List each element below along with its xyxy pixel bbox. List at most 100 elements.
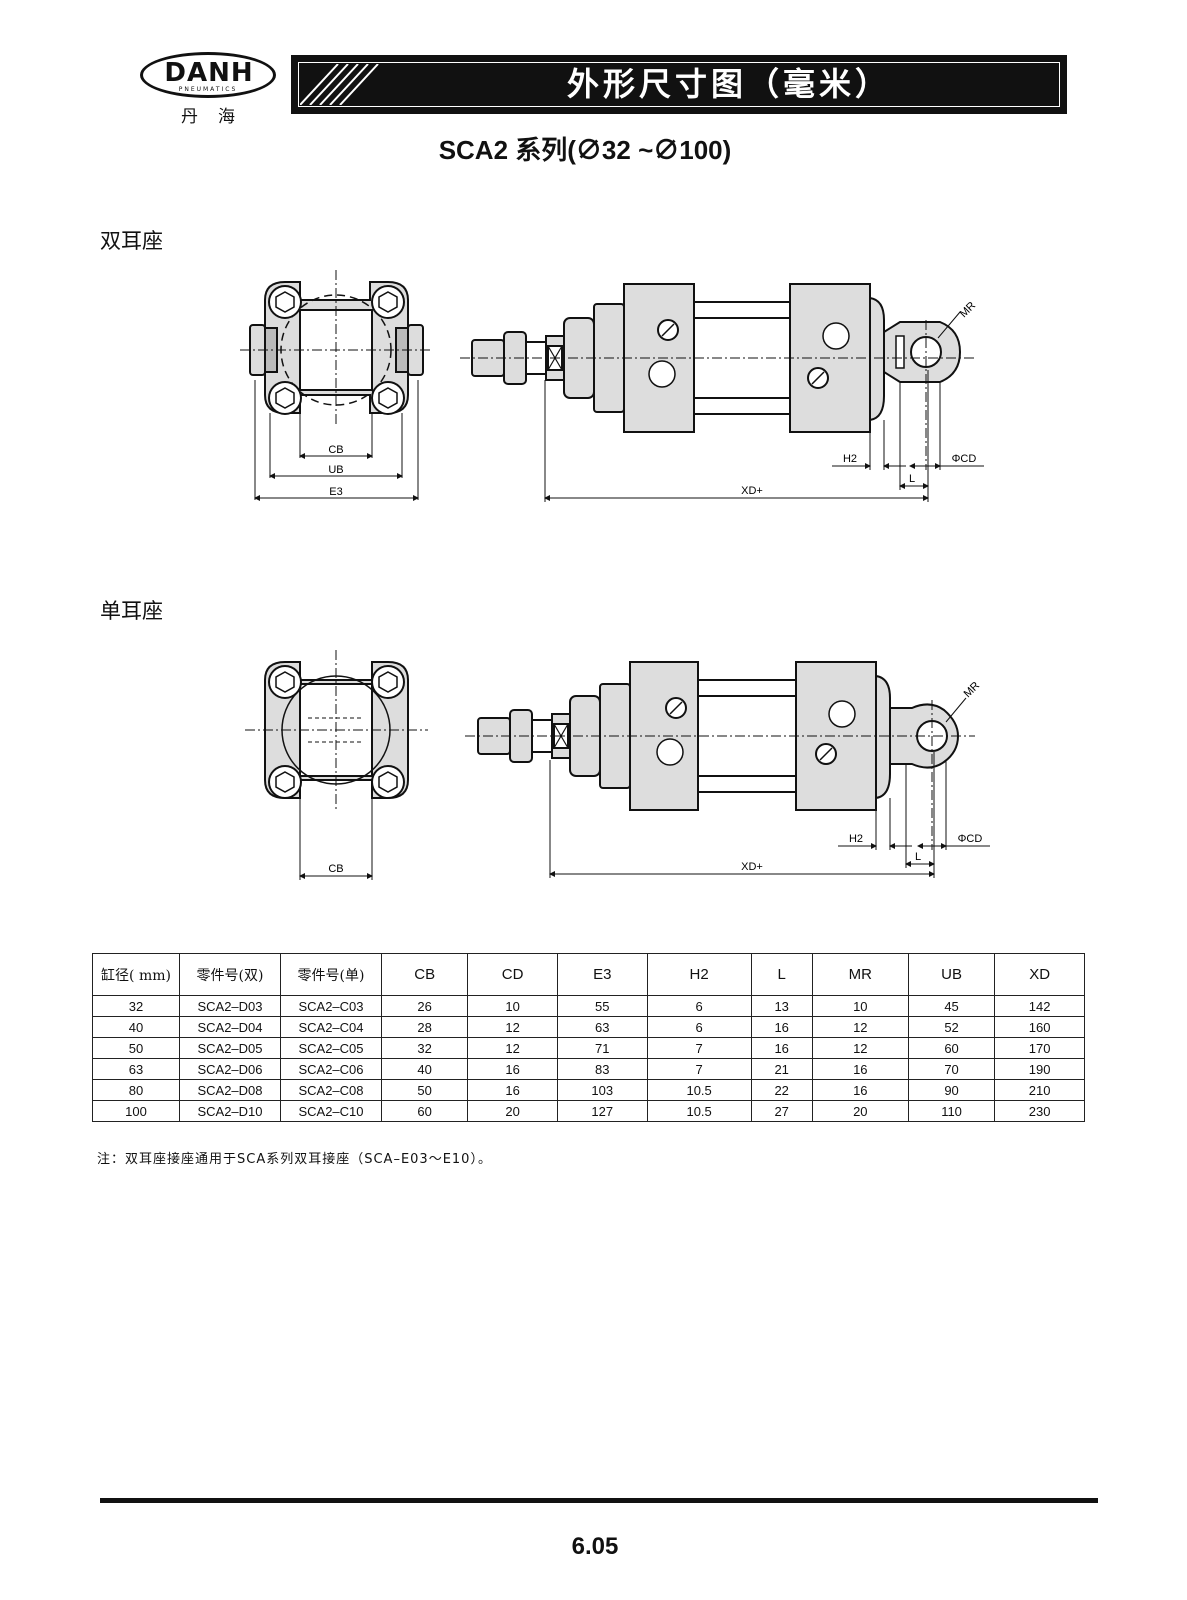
table-cell: 13 — [750, 995, 813, 1017]
logo-oval — [140, 52, 276, 98]
table-row: 40 SCA2–D04 SCA2–C04 28 12 63 6 16 12 52… — [92, 1016, 1085, 1038]
dim-label-xd: XD+ — [741, 485, 763, 497]
table-cell: 22 — [750, 1079, 813, 1101]
table-cell: 142 — [994, 995, 1085, 1017]
table-footnote: 注：双耳座接座通用于SCA系列双耳接座（SCA–E03～E10）。 — [97, 1152, 492, 1167]
logo-subtitle: PNEUMATICS — [178, 86, 238, 93]
table-cell: 60 — [380, 1100, 469, 1122]
table-cell: SCA2–C04 — [280, 1016, 382, 1038]
col-header-part-double: 零件号(双) — [179, 953, 281, 996]
table-cell: 6 — [646, 1016, 752, 1038]
table-cell: 170 — [994, 1037, 1085, 1059]
section-label-single-clevis: 单耳座 — [100, 599, 163, 623]
table-cell: SCA2–D10 — [179, 1100, 281, 1122]
table-cell: 7 — [646, 1037, 752, 1059]
table-cell: 16 — [811, 1079, 909, 1101]
table-cell: 16 — [750, 1037, 813, 1059]
col-header-cb: CB — [380, 953, 469, 996]
table-cell: 83 — [556, 1058, 648, 1080]
dim-label-mr-single: MR — [962, 680, 983, 701]
table-cell: 70 — [907, 1058, 996, 1080]
col-header-l: L — [750, 953, 813, 996]
table-cell: 50 — [380, 1079, 469, 1101]
table-cell: 52 — [907, 1016, 996, 1038]
table-cell: 127 — [556, 1100, 648, 1122]
dim-label-h2-single: H2 — [849, 833, 863, 845]
dim-label-mr: MR — [958, 300, 979, 321]
table-cell: SCA2–D05 — [179, 1037, 281, 1059]
dim-label-ub: UB — [328, 464, 343, 476]
table-cell: 100 — [92, 1100, 180, 1122]
title-stripes-decoration — [300, 64, 379, 105]
table-cell: 40 — [380, 1058, 469, 1080]
table-cell: 190 — [994, 1058, 1085, 1080]
table-cell: 63 — [92, 1058, 180, 1080]
double-clevis-side-view — [460, 283, 984, 502]
table-cell: 71 — [556, 1037, 648, 1059]
brand-logo: DANH PNEUMATICS 丹海 — [140, 52, 280, 127]
section-label-double-clevis: 双耳座 — [100, 229, 163, 253]
table-cell: SCA2–C08 — [280, 1079, 382, 1101]
table-cell: 7 — [646, 1058, 752, 1080]
dim-label-cd: ΦCD — [952, 453, 977, 465]
table-cell: 12 — [467, 1037, 558, 1059]
dim-label-cb-single: CB — [328, 863, 343, 875]
table-cell: SCA2–C05 — [280, 1037, 382, 1059]
table-cell: 27 — [750, 1100, 813, 1122]
table-cell: 16 — [467, 1079, 558, 1101]
table-cell: 32 — [92, 995, 180, 1017]
table-cell: 63 — [556, 1016, 648, 1038]
table-cell: 26 — [380, 995, 469, 1017]
table-cell: 28 — [380, 1016, 469, 1038]
table-cell: 55 — [556, 995, 648, 1017]
table-cell: 160 — [994, 1016, 1085, 1038]
page-title: 外形尺寸图（毫米） — [566, 65, 891, 103]
logo-text: DANH — [164, 58, 254, 88]
dim-label-h2: H2 — [843, 453, 857, 465]
table-cell: 12 — [811, 1037, 909, 1059]
table-cell: 16 — [811, 1058, 909, 1080]
col-header-h2: H2 — [646, 953, 752, 996]
dim-label-cd-single: ΦCD — [958, 833, 983, 845]
table-cell: 210 — [994, 1079, 1085, 1101]
col-header-e3: E3 — [556, 953, 648, 996]
page-number: 6.05 — [571, 1533, 619, 1560]
dim-label-l-single: L — [915, 851, 921, 863]
logo-chinese-name: 丹海 — [181, 107, 255, 127]
table-cell: 230 — [994, 1100, 1085, 1122]
table-cell: 90 — [907, 1079, 996, 1101]
table-cell: 16 — [467, 1058, 558, 1080]
col-header-xd: XD — [994, 953, 1085, 996]
table-cell: 16 — [750, 1016, 813, 1038]
col-header-mr: MR — [811, 953, 909, 996]
footer-divider — [100, 1498, 1098, 1503]
table-cell: 12 — [811, 1016, 909, 1038]
spec-table: 缸径( mm) 零件号(双) 零件号(单) CB CD E3 H2 L MR U… — [92, 953, 1085, 1122]
table-cell: 32 — [380, 1037, 469, 1059]
table-cell: SCA2–C10 — [280, 1100, 382, 1122]
table-cell: 40 — [92, 1016, 180, 1038]
table-cell: 45 — [907, 995, 996, 1017]
table-header-row: 缸径( mm) 零件号(双) 零件号(单) CB CD E3 H2 L MR U… — [92, 953, 1085, 996]
table-cell: 50 — [92, 1037, 180, 1059]
table-cell: 10 — [811, 995, 909, 1017]
dim-label-e3: E3 — [329, 486, 342, 498]
table-cell: 10.5 — [646, 1079, 752, 1101]
table-row: 100 SCA2–D10 SCA2–C10 60 20 127 10.5 27 … — [92, 1100, 1085, 1122]
table-cell: SCA2–D06 — [179, 1058, 281, 1080]
table-cell: 20 — [467, 1100, 558, 1122]
dim-label-l: L — [909, 473, 915, 485]
dim-label-xd-single: XD+ — [741, 861, 763, 873]
table-cell: 60 — [907, 1037, 996, 1059]
title-frame — [298, 62, 1060, 107]
table-cell: 12 — [467, 1016, 558, 1038]
table-cell: 110 — [907, 1100, 996, 1122]
col-header-part-single: 零件号(单) — [280, 953, 382, 996]
col-header-bore: 缸径( mm) — [92, 953, 180, 996]
col-header-ub: UB — [907, 953, 996, 996]
series-title: SCA2 系列(∅32 ~∅100) — [438, 135, 732, 165]
single-clevis-side-view — [465, 661, 990, 878]
double-clevis-end-view — [240, 270, 432, 501]
table-row: 63 SCA2–D06 SCA2–C06 40 16 83 7 21 16 70… — [92, 1058, 1085, 1080]
